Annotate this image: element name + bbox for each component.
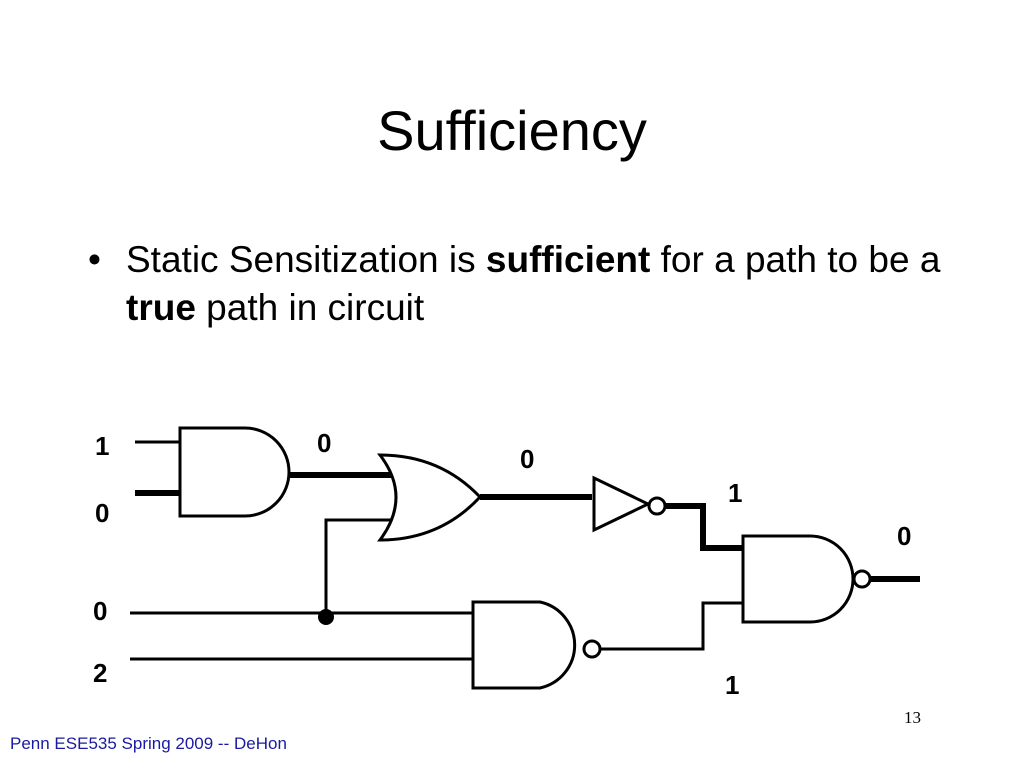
- bullet-text-middle: for a path to be a: [650, 239, 941, 280]
- label-and-out: 0: [317, 428, 331, 458]
- bullet-text-after: path in circuit: [195, 287, 425, 328]
- bullet-text: Static Sensitization is sufficient for a…: [126, 236, 948, 332]
- bullet-bold-true: true: [126, 287, 196, 328]
- wire-inv-to-nand: [665, 503, 743, 551]
- wire-nand-to-nand: [600, 601, 743, 651]
- input-label-d: 2: [93, 658, 107, 688]
- bullet-bold-sufficient: sufficient: [485, 239, 651, 280]
- label-final-out: 0: [897, 521, 911, 551]
- input-label-b: 0: [95, 498, 109, 528]
- label-nand-bottom-out: 1: [725, 670, 739, 700]
- nand-bottom-bubble: [582, 639, 602, 659]
- wire-branch-to-or: [324, 518, 392, 617]
- page-number: 13: [904, 708, 921, 727]
- label-or-out: 0: [520, 444, 534, 474]
- bullet-text-before: Static Sensitization is: [126, 239, 486, 280]
- nand-final-bubble: [852, 569, 872, 589]
- junction-dot: [318, 609, 334, 625]
- inverter-bubble: [647, 496, 667, 516]
- bullet-marker: •: [88, 239, 101, 280]
- label-inv-out: 1: [728, 478, 742, 508]
- and-gate: [178, 426, 291, 518]
- input-label-c: 0: [93, 596, 107, 626]
- nand-gate-final: [741, 534, 855, 624]
- slide-title: Sufficiency: [377, 99, 647, 162]
- footer-text: Penn ESE535 Spring 2009 -- DeHon: [10, 734, 287, 753]
- bullet-item: • Static Sensitization is sufficient for…: [88, 236, 948, 332]
- input-label-a: 1: [95, 431, 109, 461]
- or-gate: [376, 453, 483, 542]
- nand-gate-bottom: [471, 600, 577, 690]
- inverter: [592, 475, 652, 533]
